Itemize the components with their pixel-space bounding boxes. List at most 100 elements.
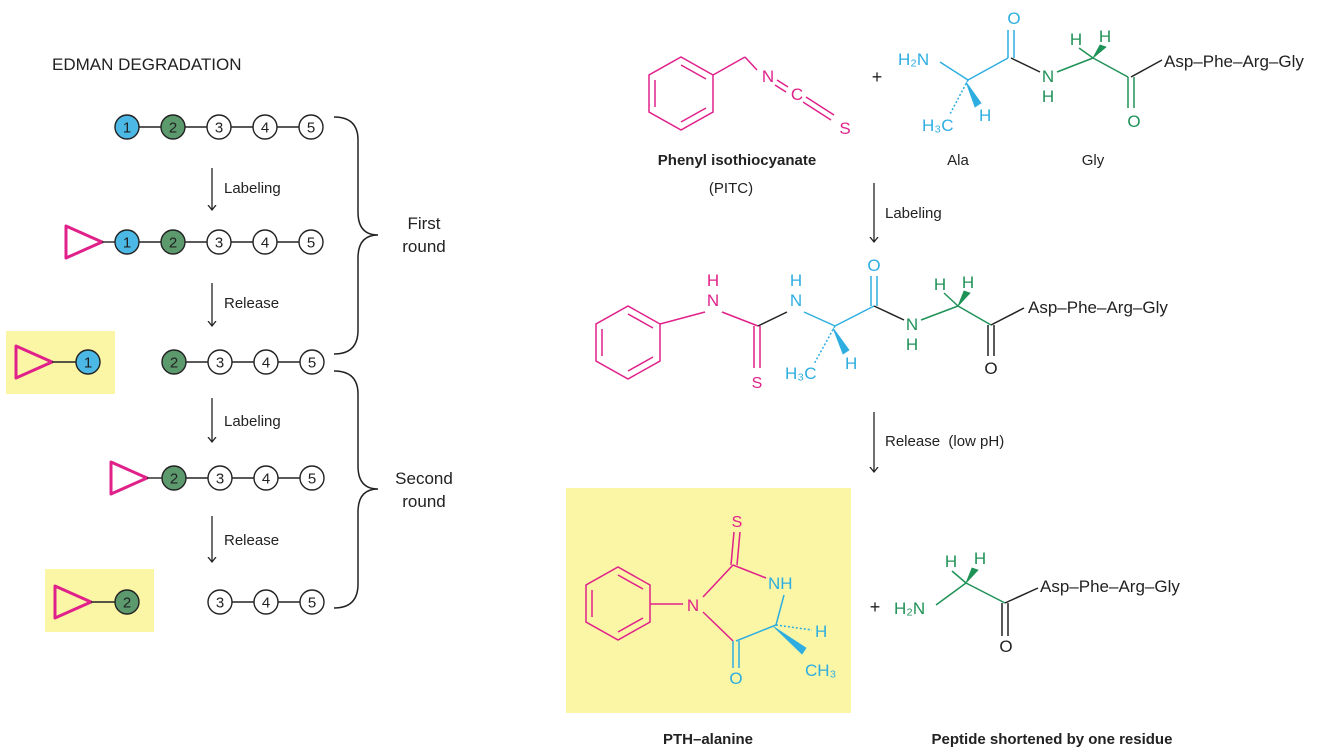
peptide-bonds: [939, 30, 1163, 115]
pth-alanine-name: PTH–alanine: [663, 731, 753, 748]
row3-residue-4-label: 4: [262, 355, 270, 372]
step-labeling-chem: Labeling: [885, 205, 942, 222]
row2-residue-5-label: 5: [307, 235, 315, 252]
row4-residue-2-label: 2: [170, 471, 178, 488]
row2-label-tag: [64, 224, 104, 260]
pitc-abbrev: (PITC): [709, 180, 753, 197]
short-peptide-tail: Asp–Phe–Arg–Gly: [1040, 577, 1180, 596]
row4-residue-5-label: 5: [308, 471, 316, 488]
pth-alanine-highlight: [566, 488, 851, 713]
ptc-atom-n-blue: N: [790, 291, 802, 310]
ptc-atom-h3c: H₃C: [785, 364, 816, 383]
peptide-amide-n: N: [1042, 67, 1054, 86]
brace-second-round: [333, 370, 379, 609]
pth-atom-n: N: [687, 596, 699, 615]
peptide-gly-carbonyl-o: O: [1127, 112, 1140, 131]
row4-residue-4-label: 4: [262, 471, 270, 488]
ptc-atom-s: S: [752, 375, 763, 392]
pitc-atom-s: S: [839, 119, 850, 138]
ptc-ala-carbonyl-o: O: [867, 256, 880, 275]
row5-released-residue-2: [114, 589, 140, 615]
short-gly-h2: H: [974, 549, 986, 568]
row4-residue-5: [299, 465, 325, 491]
row3-residue-3-label: 3: [216, 355, 224, 372]
peptide-gly-h2: H: [1099, 27, 1111, 46]
step-release-chem: Release (low pH): [885, 433, 1004, 450]
brace-first-round: [333, 116, 379, 355]
row1-residue-1-label: 1: [123, 120, 131, 137]
ptc-amide-n: N: [906, 315, 918, 334]
row5-released-residue-2-label: 2: [123, 595, 131, 612]
row3-residue-5: [299, 349, 325, 375]
peptide-gly-h1: H: [1070, 30, 1082, 49]
ptc-ala-alpha-h: H: [845, 354, 857, 373]
ptc-amide-h: H: [906, 335, 918, 354]
pitc-atom-n: N: [762, 67, 774, 86]
peptide-ala-alpha-h: H: [979, 106, 991, 125]
row1-residue-2-label: 2: [169, 120, 177, 137]
pth-atom-o: O: [729, 669, 742, 688]
row5-residue-5-label: 5: [308, 595, 316, 612]
peptide-atom-h3c: H₃C: [922, 116, 953, 135]
row1-residue-3-label: 3: [215, 120, 223, 137]
pth-alanine-structure: [585, 531, 813, 668]
peptide-ala-carbonyl-o: O: [1007, 9, 1020, 28]
shortened-peptide-structure: [935, 567, 1039, 636]
row3-residue-2-label: 2: [170, 355, 178, 372]
row2-residue-1-label: 1: [123, 235, 131, 252]
gly-label: Gly: [1082, 152, 1105, 169]
diagram-title: EDMAN DEGRADATION: [52, 55, 242, 74]
peptide-amide-h: H: [1042, 87, 1054, 106]
ptc-gly-h2: H: [962, 273, 974, 292]
shortened-peptide-name: Peptide shortened by one residue: [932, 731, 1173, 748]
ptc-atom-h-pink: H: [707, 271, 719, 290]
row3-released-residue-1: [75, 349, 101, 375]
row3-residue-5-label: 5: [308, 355, 316, 372]
ptc-peptide-structure: [595, 276, 1025, 380]
row3-released-residue-1-label: 1: [84, 355, 92, 372]
row2-residue-4-label: 4: [261, 235, 269, 252]
step-release-2: Release: [224, 532, 279, 549]
row1-residue-4-label: 4: [261, 120, 269, 137]
row3-label-tag: [14, 344, 54, 380]
pitc-name: Phenyl isothiocyanate: [658, 152, 816, 169]
first-round-label-line2: round: [402, 237, 445, 256]
row5-residue-4-label: 4: [262, 595, 270, 612]
row4-label-tag: [109, 460, 149, 496]
second-round-label-line2: round: [402, 492, 445, 511]
pitc-structure: [648, 56, 835, 131]
peptide-atom-h2n: H₂N: [898, 50, 929, 69]
row5-label-tag: [53, 584, 93, 620]
pth-atom-s: S: [732, 514, 743, 531]
short-atom-h2n: H₂N: [894, 599, 925, 618]
row2-residue-5: [298, 229, 324, 255]
row2-residue-2-label: 2: [169, 235, 177, 252]
row4-residue-3-label: 3: [216, 471, 224, 488]
short-carbonyl-o: O: [999, 637, 1012, 656]
pth-atom-nh: NH: [768, 574, 793, 593]
row5-residue-5: [299, 589, 325, 615]
plus-sign-1: +: [872, 67, 883, 87]
plus-sign-2: +: [870, 597, 881, 617]
pth-phenyl-ring: [585, 566, 651, 641]
pth-atom-h: H: [815, 622, 827, 641]
row5-residue-3-label: 3: [216, 595, 224, 612]
step-labeling-1: Labeling: [224, 180, 281, 197]
pitc-phenyl-ring: [648, 56, 714, 131]
pitc-atom-c: C: [791, 85, 803, 104]
peptide-tail: Asp–Phe–Arg–Gly: [1164, 52, 1304, 71]
ptc-gly-h1: H: [934, 275, 946, 294]
ptc-atom-h-blue: H: [790, 271, 802, 290]
second-round-label-line1: Second: [395, 469, 453, 488]
row1-residue-5: [298, 114, 324, 140]
row1-residue-5-label: 5: [307, 120, 315, 137]
short-gly-h1: H: [945, 552, 957, 571]
step-labeling-2: Labeling: [224, 413, 281, 430]
ala-label: Ala: [947, 152, 969, 169]
ptc-atom-n-pink: N: [707, 291, 719, 310]
ptc-peptide-tail: Asp–Phe–Arg–Gly: [1028, 298, 1168, 317]
first-round-label-line1: First: [407, 214, 440, 233]
ptc-gly-carbonyl-o: O: [984, 359, 997, 378]
